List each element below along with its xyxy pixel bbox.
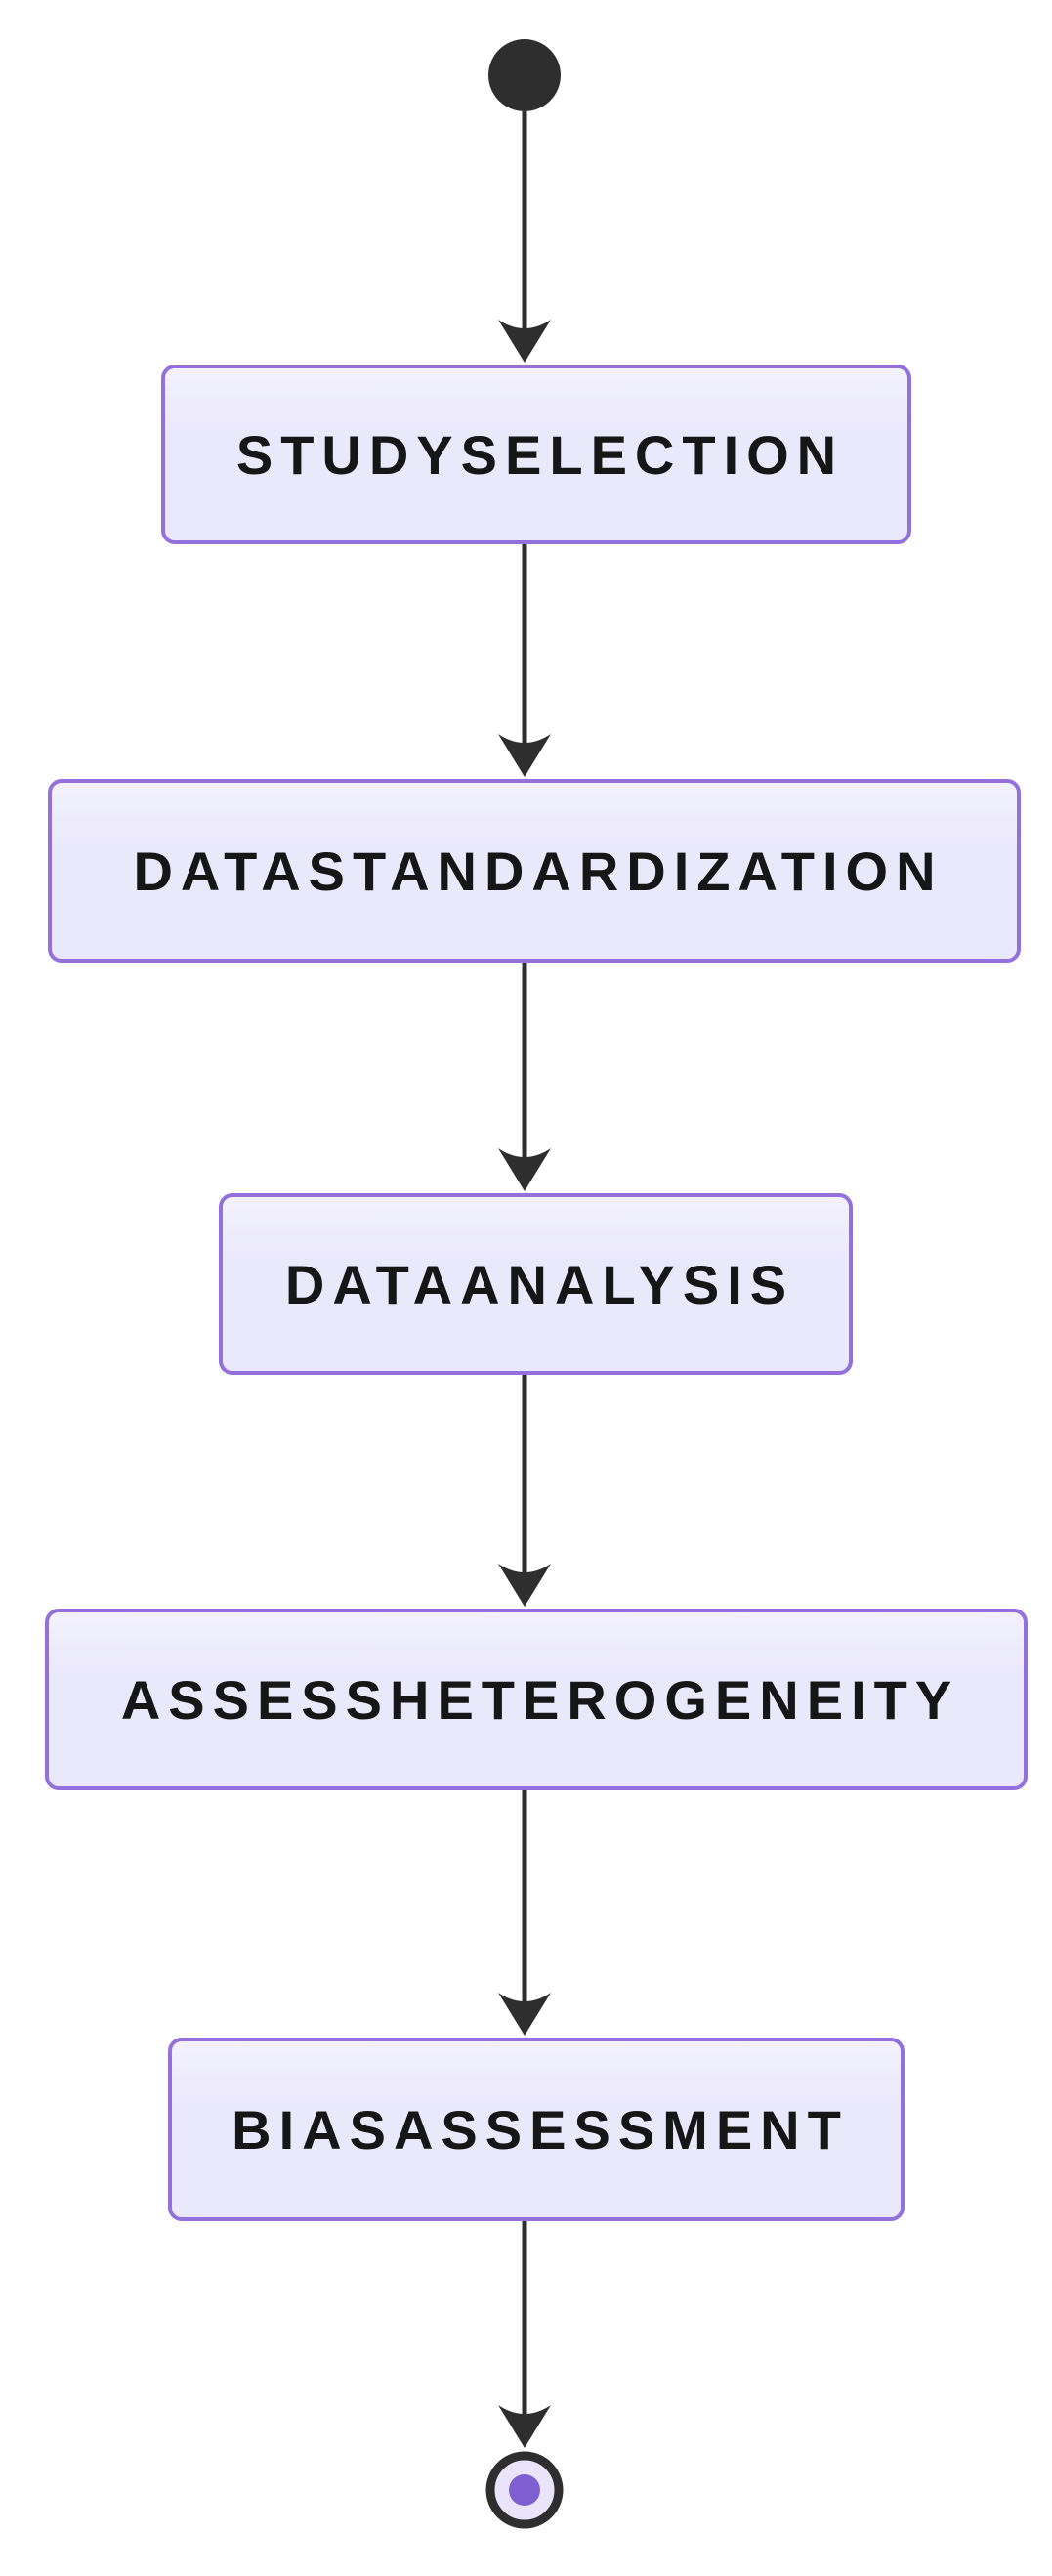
arrowhead-icon <box>498 320 551 363</box>
arrowhead-icon <box>498 1148 551 1191</box>
edge-start-to-studyselection <box>498 111 551 363</box>
arrowhead-icon <box>498 2405 551 2448</box>
edge-datastandardization-to-dataanalysis <box>498 963 551 1191</box>
start-node-icon <box>488 39 561 111</box>
state-box-assessheterogeneity: ASSESSHETEROGENEITY <box>45 1609 1028 1790</box>
state-label-assessheterogeneity: ASSESSHETEROGENEITY <box>120 1668 960 1731</box>
state-box-studyselection: STUDYSELECTION <box>161 365 911 544</box>
edge-biasassessment-to-end <box>498 2221 551 2448</box>
end-node-icon <box>485 2451 564 2529</box>
arrowhead-icon <box>498 1993 551 2036</box>
state-box-dataanalysis: DATAANALYSIS <box>219 1193 853 1375</box>
state-box-datastandardization: DATASTANDARDIZATION <box>48 779 1021 963</box>
state-box-biasassessment: BIASASSESSMENT <box>168 2038 905 2221</box>
state-label-dataanalysis: DATAANALYSIS <box>284 1253 795 1315</box>
state-label-datastandardization: DATASTANDARDIZATION <box>133 839 944 902</box>
state-label-studyselection: STUDYSELECTION <box>235 423 845 486</box>
arrowhead-icon <box>498 734 551 777</box>
arrowhead-icon <box>498 1564 551 1607</box>
edge-dataanalysis-to-assessheterogeneity <box>498 1375 551 1607</box>
edge-studyselection-to-datastandardization <box>498 544 551 777</box>
state-label-biasassessment: BIASASSESSMENT <box>231 2098 849 2161</box>
edge-assessheterogeneity-to-biasassessment <box>498 1790 551 2036</box>
